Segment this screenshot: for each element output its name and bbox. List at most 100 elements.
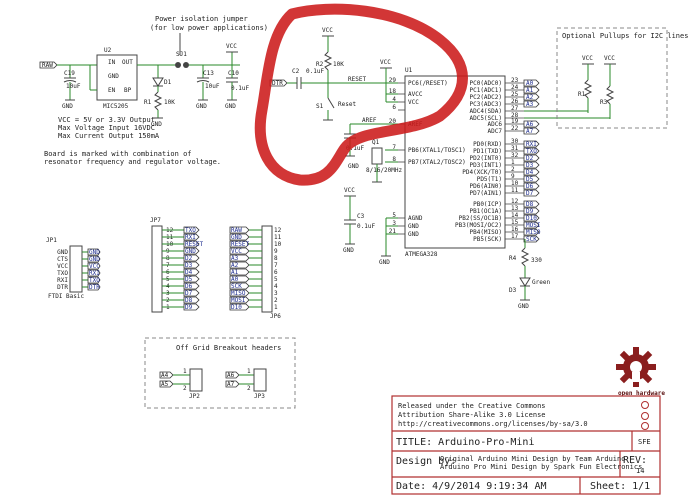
jp1-net-flag <box>87 255 101 263</box>
jp2-ref: JP2 <box>189 393 200 400</box>
jp7-net-label: RXI <box>185 234 196 241</box>
design-line-2: Arduino Pro Mini Design by Spark Fun Ele… <box>440 463 642 471</box>
jp6-pin-number: 6 <box>274 269 278 276</box>
mcu-right-pin-name: PC1(ADC1) <box>469 87 502 94</box>
net-label: D4 <box>526 169 534 176</box>
jp6-pin-number: 2 <box>274 297 278 304</box>
jp6-net-flag <box>229 226 250 234</box>
jp7-net-label: TXO <box>185 227 196 234</box>
jp7-net-label: D8 <box>185 297 193 304</box>
jp3-ref: JP3 <box>254 393 265 400</box>
note-max-voltage: Max Voltage Input 16VDC <box>58 124 155 132</box>
jp3-net-a7: A7 <box>227 381 235 388</box>
jp1-net-label: GND <box>89 256 100 263</box>
raw-net-flag <box>39 61 58 69</box>
mcu-left-pin-name: AGND <box>408 215 423 222</box>
vcc-label: VCC <box>322 27 333 34</box>
mcu-left-pin-name: GND <box>408 231 419 238</box>
jp6-net-label: MOSI <box>231 297 246 304</box>
jp6-net-label: A1 <box>231 269 239 276</box>
mcu-right-pin-name: PB0(ICP) <box>473 201 502 208</box>
c19-ref: C19 <box>64 70 75 77</box>
jp7-net-flag <box>183 254 200 262</box>
jp7-net-flag <box>183 303 200 311</box>
u2-pin-en: EN <box>108 87 116 94</box>
net-label: A7 <box>526 128 534 135</box>
sa-icon <box>641 422 649 430</box>
jp2-net-a5: A5 <box>161 381 169 388</box>
net-label: A2 <box>526 94 534 101</box>
mcu-right-pin-name: PD6(AIN0) <box>469 183 502 190</box>
jp7-net-flag <box>183 296 200 304</box>
u2-pin-bp: BP <box>124 87 132 94</box>
jp6-net-label: D10 <box>231 304 242 311</box>
jp6-net-flag <box>229 289 250 297</box>
jp7-net-flag <box>183 275 200 283</box>
mcu-left-pin-number: 3 <box>392 220 396 227</box>
jp6-net-label: MISO <box>231 290 246 297</box>
jp3-pin-1: 1 <box>247 368 251 375</box>
u2-regulator <box>96 54 138 101</box>
net-flag <box>523 189 540 197</box>
net-label: A6 <box>526 121 534 128</box>
mcu-left-pin-number: 29 <box>389 77 397 84</box>
net-flag <box>523 221 540 229</box>
jp1-pin-name: GND <box>57 249 68 256</box>
net-label: D10 <box>526 215 537 222</box>
jp6-pin-number: 11 <box>274 234 282 241</box>
net-label: D2 <box>526 155 534 162</box>
net-flag <box>523 147 540 155</box>
r4-ref: R4 <box>509 255 517 262</box>
jp7-ref: JP7 <box>150 217 161 224</box>
jp7-net-label: D9 <box>185 304 193 311</box>
jp6-pin-number: 10 <box>274 241 282 248</box>
jp7-net-label: RESET <box>185 241 203 248</box>
dtr-net-label: DTR <box>272 80 283 87</box>
jp6-net-flag <box>229 240 250 248</box>
s1-ref: S1 <box>316 103 324 110</box>
raw-net-label: RAW <box>42 62 53 69</box>
c3-value: 0.1uF <box>357 223 375 230</box>
c2-ref: C2 <box>292 68 300 75</box>
mcu-right-pin-name: PC0(ADC0) <box>469 80 502 87</box>
net-label: D3 <box>526 162 534 169</box>
mcu-right-pin-name: PB2(SS/OC1B) <box>459 215 502 222</box>
net-flag <box>523 93 540 101</box>
jp1-net-flag <box>87 276 101 284</box>
mcu-right-pin-name: PB5(SCK) <box>473 236 502 243</box>
vcc-label: VCC <box>380 59 391 66</box>
net-flag <box>523 140 540 148</box>
mcu-right-pin-number: 16 <box>511 226 519 233</box>
c19-value: 10uF <box>66 83 81 90</box>
jp7-net-flag <box>183 233 200 241</box>
net-flag <box>523 120 540 128</box>
red-annotation-scribble <box>254 3 468 186</box>
jp6-pin-number: 8 <box>274 255 278 262</box>
jp3-pin-2: 2 <box>247 385 251 392</box>
aref-label: AREF <box>362 117 377 124</box>
jp1-net-label: VCC <box>89 263 100 270</box>
vcc-label: VCC <box>582 55 593 62</box>
jp1-net-label: DTR <box>89 284 100 291</box>
jp2-pin-1: 1 <box>183 368 187 375</box>
mcu-left-pin-number: 20 <box>389 118 397 125</box>
jp6-ref: JP6 <box>270 313 281 320</box>
jp6-net-flag <box>229 296 250 304</box>
mcu-right-pin-name: PC2(ADC2) <box>469 94 502 101</box>
mcu-right-pin-name: ADC5(SCL) <box>469 115 502 122</box>
logo-text: open hardware <box>618 390 665 397</box>
vcc-label: VCC <box>344 187 355 194</box>
mcu-right-pin-number: 13 <box>511 205 519 212</box>
jp1-net-flag <box>87 283 101 291</box>
net-label: MOSI <box>526 222 541 229</box>
net-label: D7 <box>526 190 534 197</box>
mcu-right-pin-number: 19 <box>511 118 519 125</box>
jp6-pin-number: 1 <box>274 304 278 311</box>
date-text: Date: 4/9/2014 9:19:34 AM <box>396 481 547 492</box>
net-flag <box>523 207 540 215</box>
license-line-1: Released under the Creative Commons <box>398 402 546 410</box>
mcu-right-pin-number: 26 <box>511 98 519 105</box>
net-label: A0 <box>526 80 534 87</box>
jp6-net-label: RAW <box>231 227 242 234</box>
mcu-right-pin-number: 11 <box>511 187 519 194</box>
